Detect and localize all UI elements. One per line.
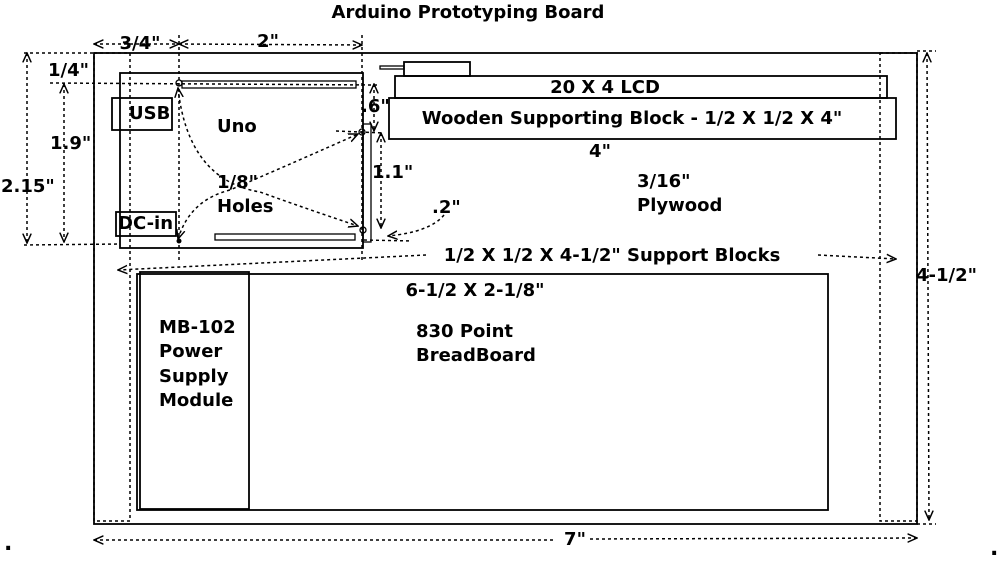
corner-mark-left: . [4, 531, 12, 556]
mount-hole-right-bottom [359, 226, 367, 234]
breadboard-label-line1: 830 Point [416, 321, 513, 342]
wooden-support-block [388, 97, 897, 140]
dim-2-arrow [179, 44, 362, 45]
power-module-label-line2: Power [159, 341, 222, 362]
lcd-connector [403, 61, 471, 77]
dim-2-15-label: 2.15" [1, 176, 55, 197]
dim-0-2-label: .2" [432, 197, 461, 218]
dim-7-arrow-right [589, 538, 917, 539]
power-module-label-line3: Supply [159, 366, 229, 387]
power-supply-module [139, 271, 250, 510]
usb-port [111, 97, 173, 131]
breadboard-label-line2: BreadBoard [416, 345, 536, 366]
lcd-label: 20 X 4 LCD [550, 77, 660, 98]
holes-label-line2: Holes [217, 196, 274, 217]
power-module-label-line4: Module [159, 390, 233, 411]
support-blocks-leader-left [118, 254, 427, 270]
right-support-block [879, 52, 918, 522]
diagram-title: Arduino Prototyping Board [332, 2, 605, 23]
power-module-label-line1: MB-102 [159, 317, 236, 338]
dim-1-4-label: 1/4" [48, 60, 89, 81]
plywood-label-line1: 3/16" [637, 171, 691, 192]
support-blocks-label: 1/2 X 1/2 X 4-1/2" Support Blocks [444, 245, 781, 266]
corner-mark-right: . [990, 536, 998, 561]
left-support-block [93, 52, 131, 522]
breadboard-size-label: 6-1/2 X 2-1/8" [405, 280, 544, 301]
uno-edge-strip [362, 123, 372, 243]
holes-label-line1: 1/8" [217, 172, 258, 193]
dim-3-4-label: 3/4" [119, 33, 160, 54]
dim-0-6-label: .6" [361, 96, 390, 117]
dc-in-label: DC-in [118, 213, 173, 234]
dim-4-label: 4" [589, 141, 611, 162]
dim-0-2-arrow [388, 214, 445, 236]
lcd-connector-pin [379, 65, 405, 70]
breadboard [136, 273, 829, 511]
uno-bottom-header [214, 233, 356, 241]
wooden-block-label: Wooden Supporting Block - 1/2 X 1/2 X 4" [422, 108, 843, 129]
dim-4-1-2-label: 4-1/2" [916, 265, 977, 286]
dim-2-label: 2" [257, 31, 279, 52]
holes-leader-bottom [178, 134, 358, 239]
dim-1-1-label: 1.1" [372, 162, 413, 183]
usb-label: USB [129, 103, 170, 124]
uno-label: Uno [217, 116, 257, 137]
plywood-label-line2: Plywood [637, 195, 722, 216]
dim-7-label: 7" [564, 529, 586, 550]
support-blocks-leader-right [817, 255, 896, 259]
dim-4-1-2-arrow [927, 53, 929, 520]
dim-1-9-label: 1.9" [50, 133, 91, 154]
